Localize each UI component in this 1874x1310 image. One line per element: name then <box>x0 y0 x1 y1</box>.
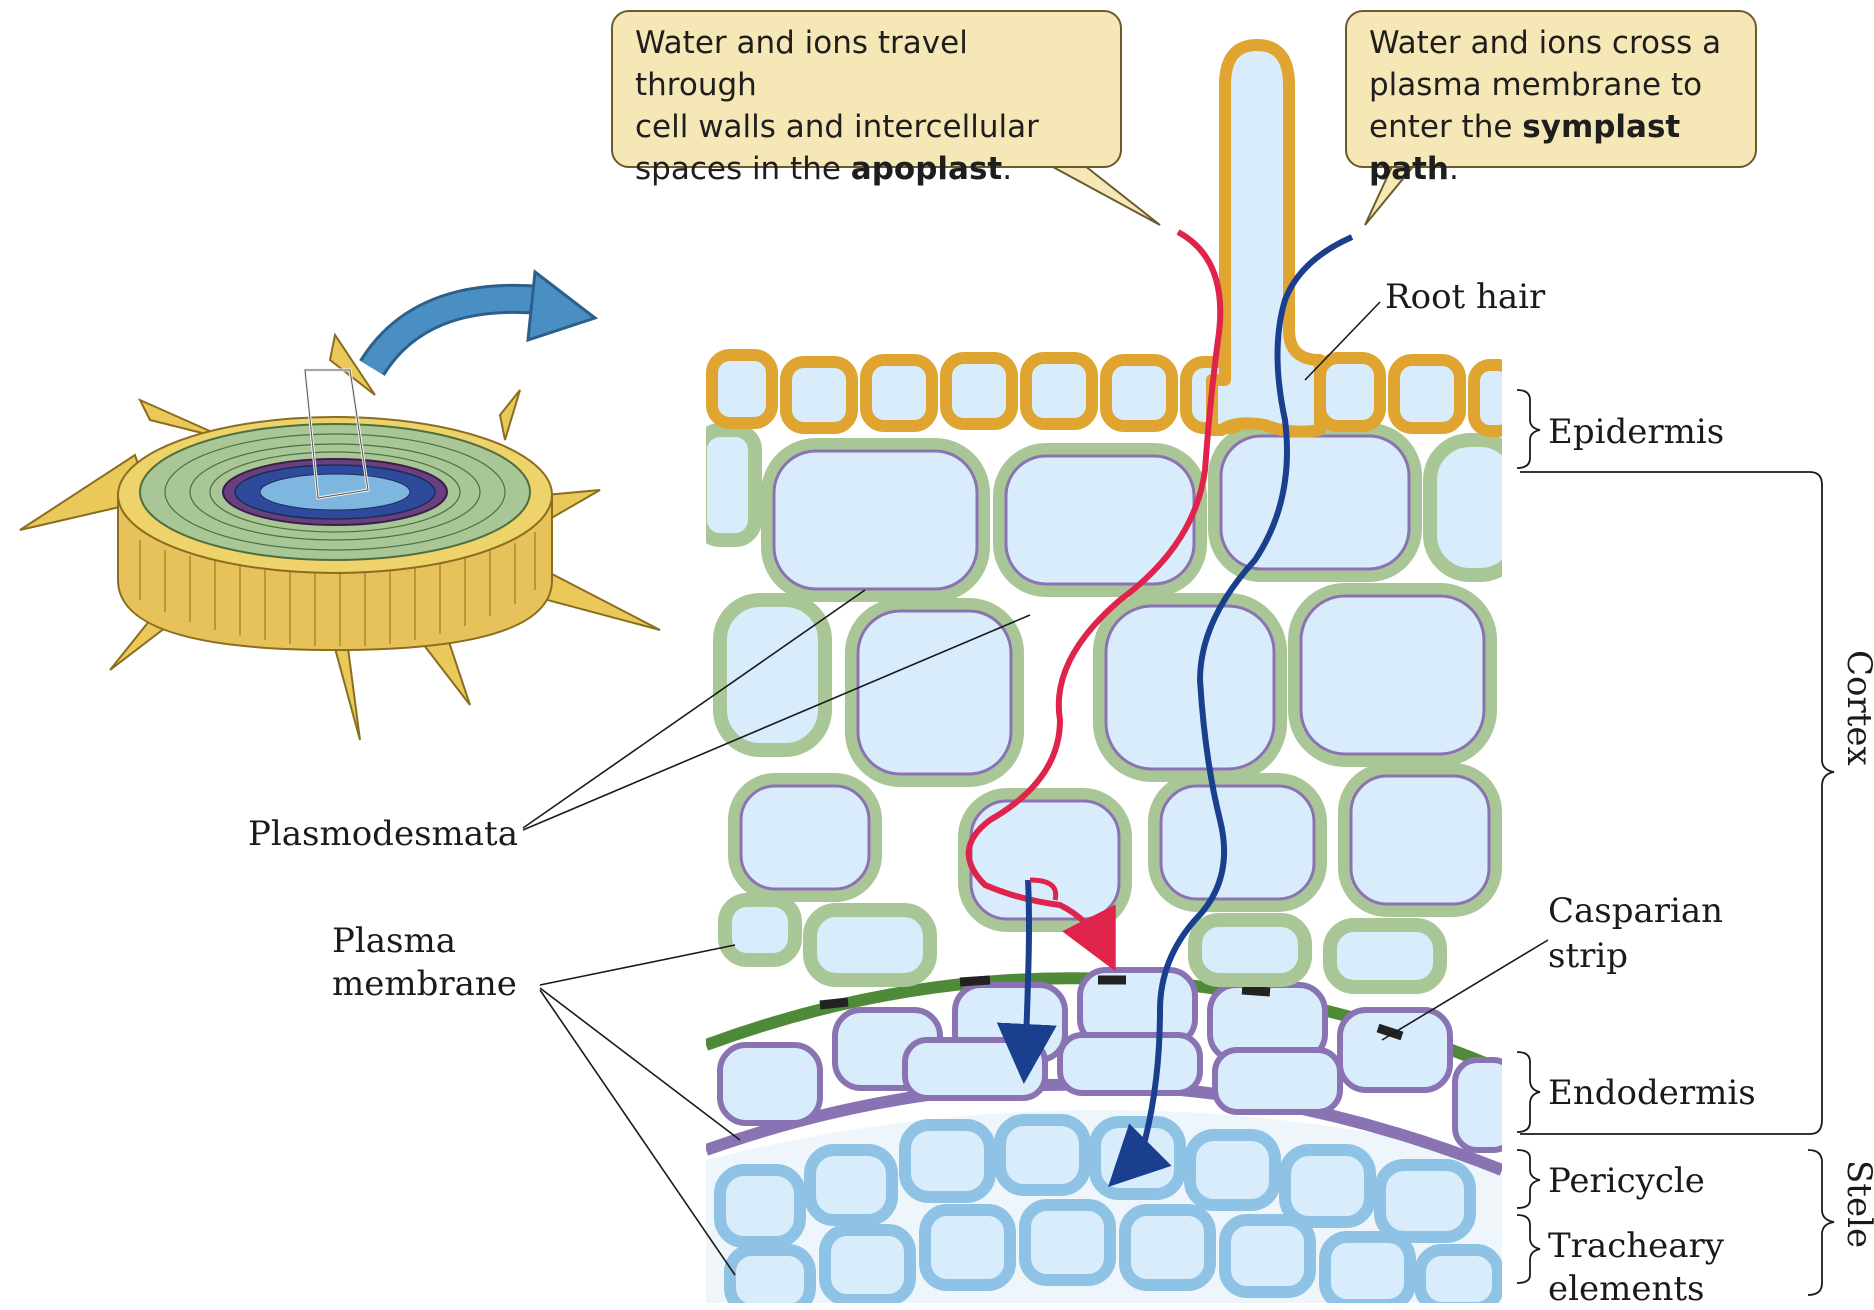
tissue-section <box>700 345 1520 1310</box>
plasma-membrane-label-line1: Plasma <box>332 921 456 961</box>
apoplast-callout-line1: Water and ions travel through <box>635 22 1098 106</box>
plasmodesmata-label: Plasmodesmata <box>248 814 518 854</box>
symplast-callout-line3: enter the symplast path. <box>1369 106 1733 190</box>
symplast-callout: Water and ions cross a plasma membrane t… <box>1345 10 1757 168</box>
pericycle-label: Pericycle <box>1548 1161 1705 1201</box>
root-hair-cell <box>1212 45 1320 432</box>
root-hair-label: Root hair <box>1385 277 1546 317</box>
tracheary-elements-label-line2: elements <box>1548 1269 1705 1309</box>
epidermis-label: Epidermis <box>1548 412 1724 452</box>
symplast-callout-period: . <box>1449 151 1459 187</box>
apoplast-term: apoplast <box>851 151 1002 187</box>
apoplast-callout-line2: cell walls and intercellular <box>635 106 1098 148</box>
apoplast-callout-period: . <box>1002 151 1012 187</box>
tracheary-elements-label-line1: Tracheary <box>1548 1226 1725 1266</box>
apoplast-callout: Water and ions travel through cell walls… <box>611 10 1122 168</box>
stele-cells <box>706 1110 1502 1310</box>
stele-label: Stele <box>1839 1160 1874 1248</box>
endodermis-label: Endodermis <box>1548 1073 1756 1113</box>
cortex-label: Cortex <box>1839 650 1874 766</box>
plasma-membrane-label-line2: membrane <box>332 964 517 1004</box>
root-overview-illustration <box>20 272 660 740</box>
epidermis-cells <box>712 355 1514 431</box>
symplast-callout-line3-text: enter the <box>1369 109 1522 145</box>
apoplast-callout-line3: spaces in the apoplast. <box>635 148 1098 190</box>
symplast-callout-line2: plasma membrane to <box>1369 64 1733 106</box>
apoplast-callout-line3-text: spaces in the <box>635 151 851 187</box>
symplast-callout-line1: Water and ions cross a <box>1369 22 1733 64</box>
casparian-strip-label-line2: strip <box>1548 936 1628 976</box>
casparian-strip-label-line1: Casparian <box>1548 891 1723 931</box>
